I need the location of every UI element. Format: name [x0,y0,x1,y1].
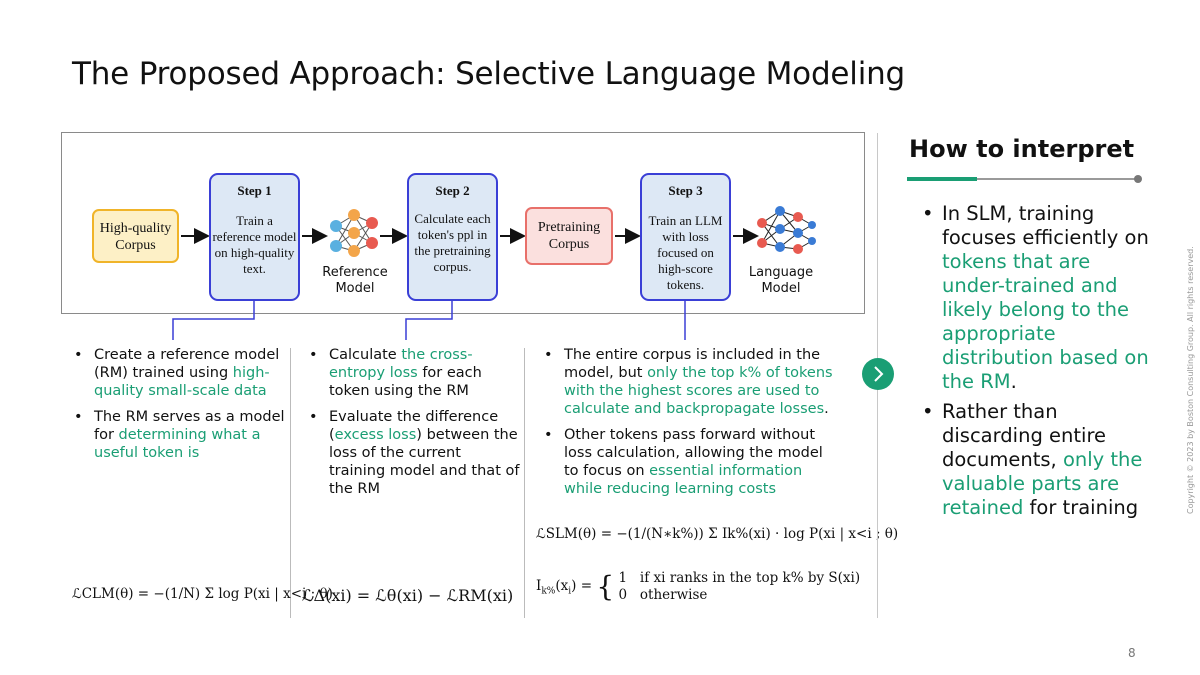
slm-loss-formula: ℒSLM(θ) = −(1/(N∗k%)) Σ Ik%(xi) · log P(… [536,526,899,542]
page-title: The Proposed Approach: Selective Languag… [72,56,906,92]
step2-title: Step 2 [435,183,470,198]
interpret-heading: How to interpret [909,135,1135,163]
next-arrow-button[interactable] [862,358,894,390]
page-number: 8 [1128,646,1136,660]
step1-box: Step 1 Train a reference model on high-q… [209,173,300,301]
step2-text: Calculate each token's ppl in the pretra… [414,211,491,274]
heading-underline [907,178,1137,180]
step2-box: Step 2 Calculate each token's ppl in the… [407,173,498,301]
column-divider-1 [290,348,291,618]
step3-description: The entire corpus is included in the mod… [540,346,840,506]
list-item: In SLM, training focuses efficiently on … [918,202,1153,394]
interpretation-list: In SLM, training focuses efficiently on … [918,202,1153,526]
indicator-formula: Ik%(xi) = { 1 if xi ranks in the top k% … [536,570,861,603]
copyright-notice: Copyright © 2023 by Boston Consulting Gr… [1186,246,1195,514]
indicator-case-2: otherwise [639,587,708,603]
list-item: The RM serves as a model for determining… [70,408,290,462]
excess-loss-formula: ℒΔ(xi) = ℒθ(xi) − ℒRM(xi) [302,586,514,605]
step1-description: Create a reference model (RM) trained us… [70,346,290,470]
connector-step2 [405,300,453,340]
list-item: Rather than discarding entire documents,… [918,400,1153,520]
connector-step1 [172,300,255,340]
reference-model-network-icon [330,209,378,257]
language-model-label: Language Model [748,265,814,296]
step2-description: Calculate the cross-entropy loss for eac… [305,346,520,506]
diagram-arrows [181,206,816,257]
heading-underline-accent [907,177,977,181]
step1-title: Step 1 [237,183,272,198]
pipeline-diagram: High-quality Corpus Step 1 Train a refer… [61,132,865,314]
indicator-case-1: if xi ranks in the top k% by S(xi) [639,570,861,586]
list-item: Other tokens pass forward without loss c… [540,426,840,498]
clm-loss-formula: ℒCLM(θ) = −(1/N) Σ log P(xi | x<i ; θ) [72,586,333,602]
step3-text: Train an LLM with loss focused on high-s… [648,213,723,292]
column-divider-2 [524,348,525,618]
step1-text: Train a reference model on high-quality … [212,213,297,276]
pretraining-corpus-box: Pretraining Corpus [525,207,613,265]
list-item: Calculate the cross-entropy loss for eac… [305,346,520,400]
list-item: Evaluate the difference (excess loss) be… [305,408,520,498]
list-item: The entire corpus is included in the mod… [540,346,840,418]
high-quality-corpus-box: High-quality Corpus [92,209,179,263]
language-model-network-icon [757,206,816,254]
list-item: Create a reference model (RM) trained us… [70,346,290,400]
heading-underline-dot [1134,175,1142,183]
step3-title: Step 3 [668,183,703,198]
reference-model-label: Reference Model [322,265,388,296]
step3-box: Step 3 Train an LLM with loss focused on… [640,173,731,301]
chevron-right-icon [874,366,884,382]
